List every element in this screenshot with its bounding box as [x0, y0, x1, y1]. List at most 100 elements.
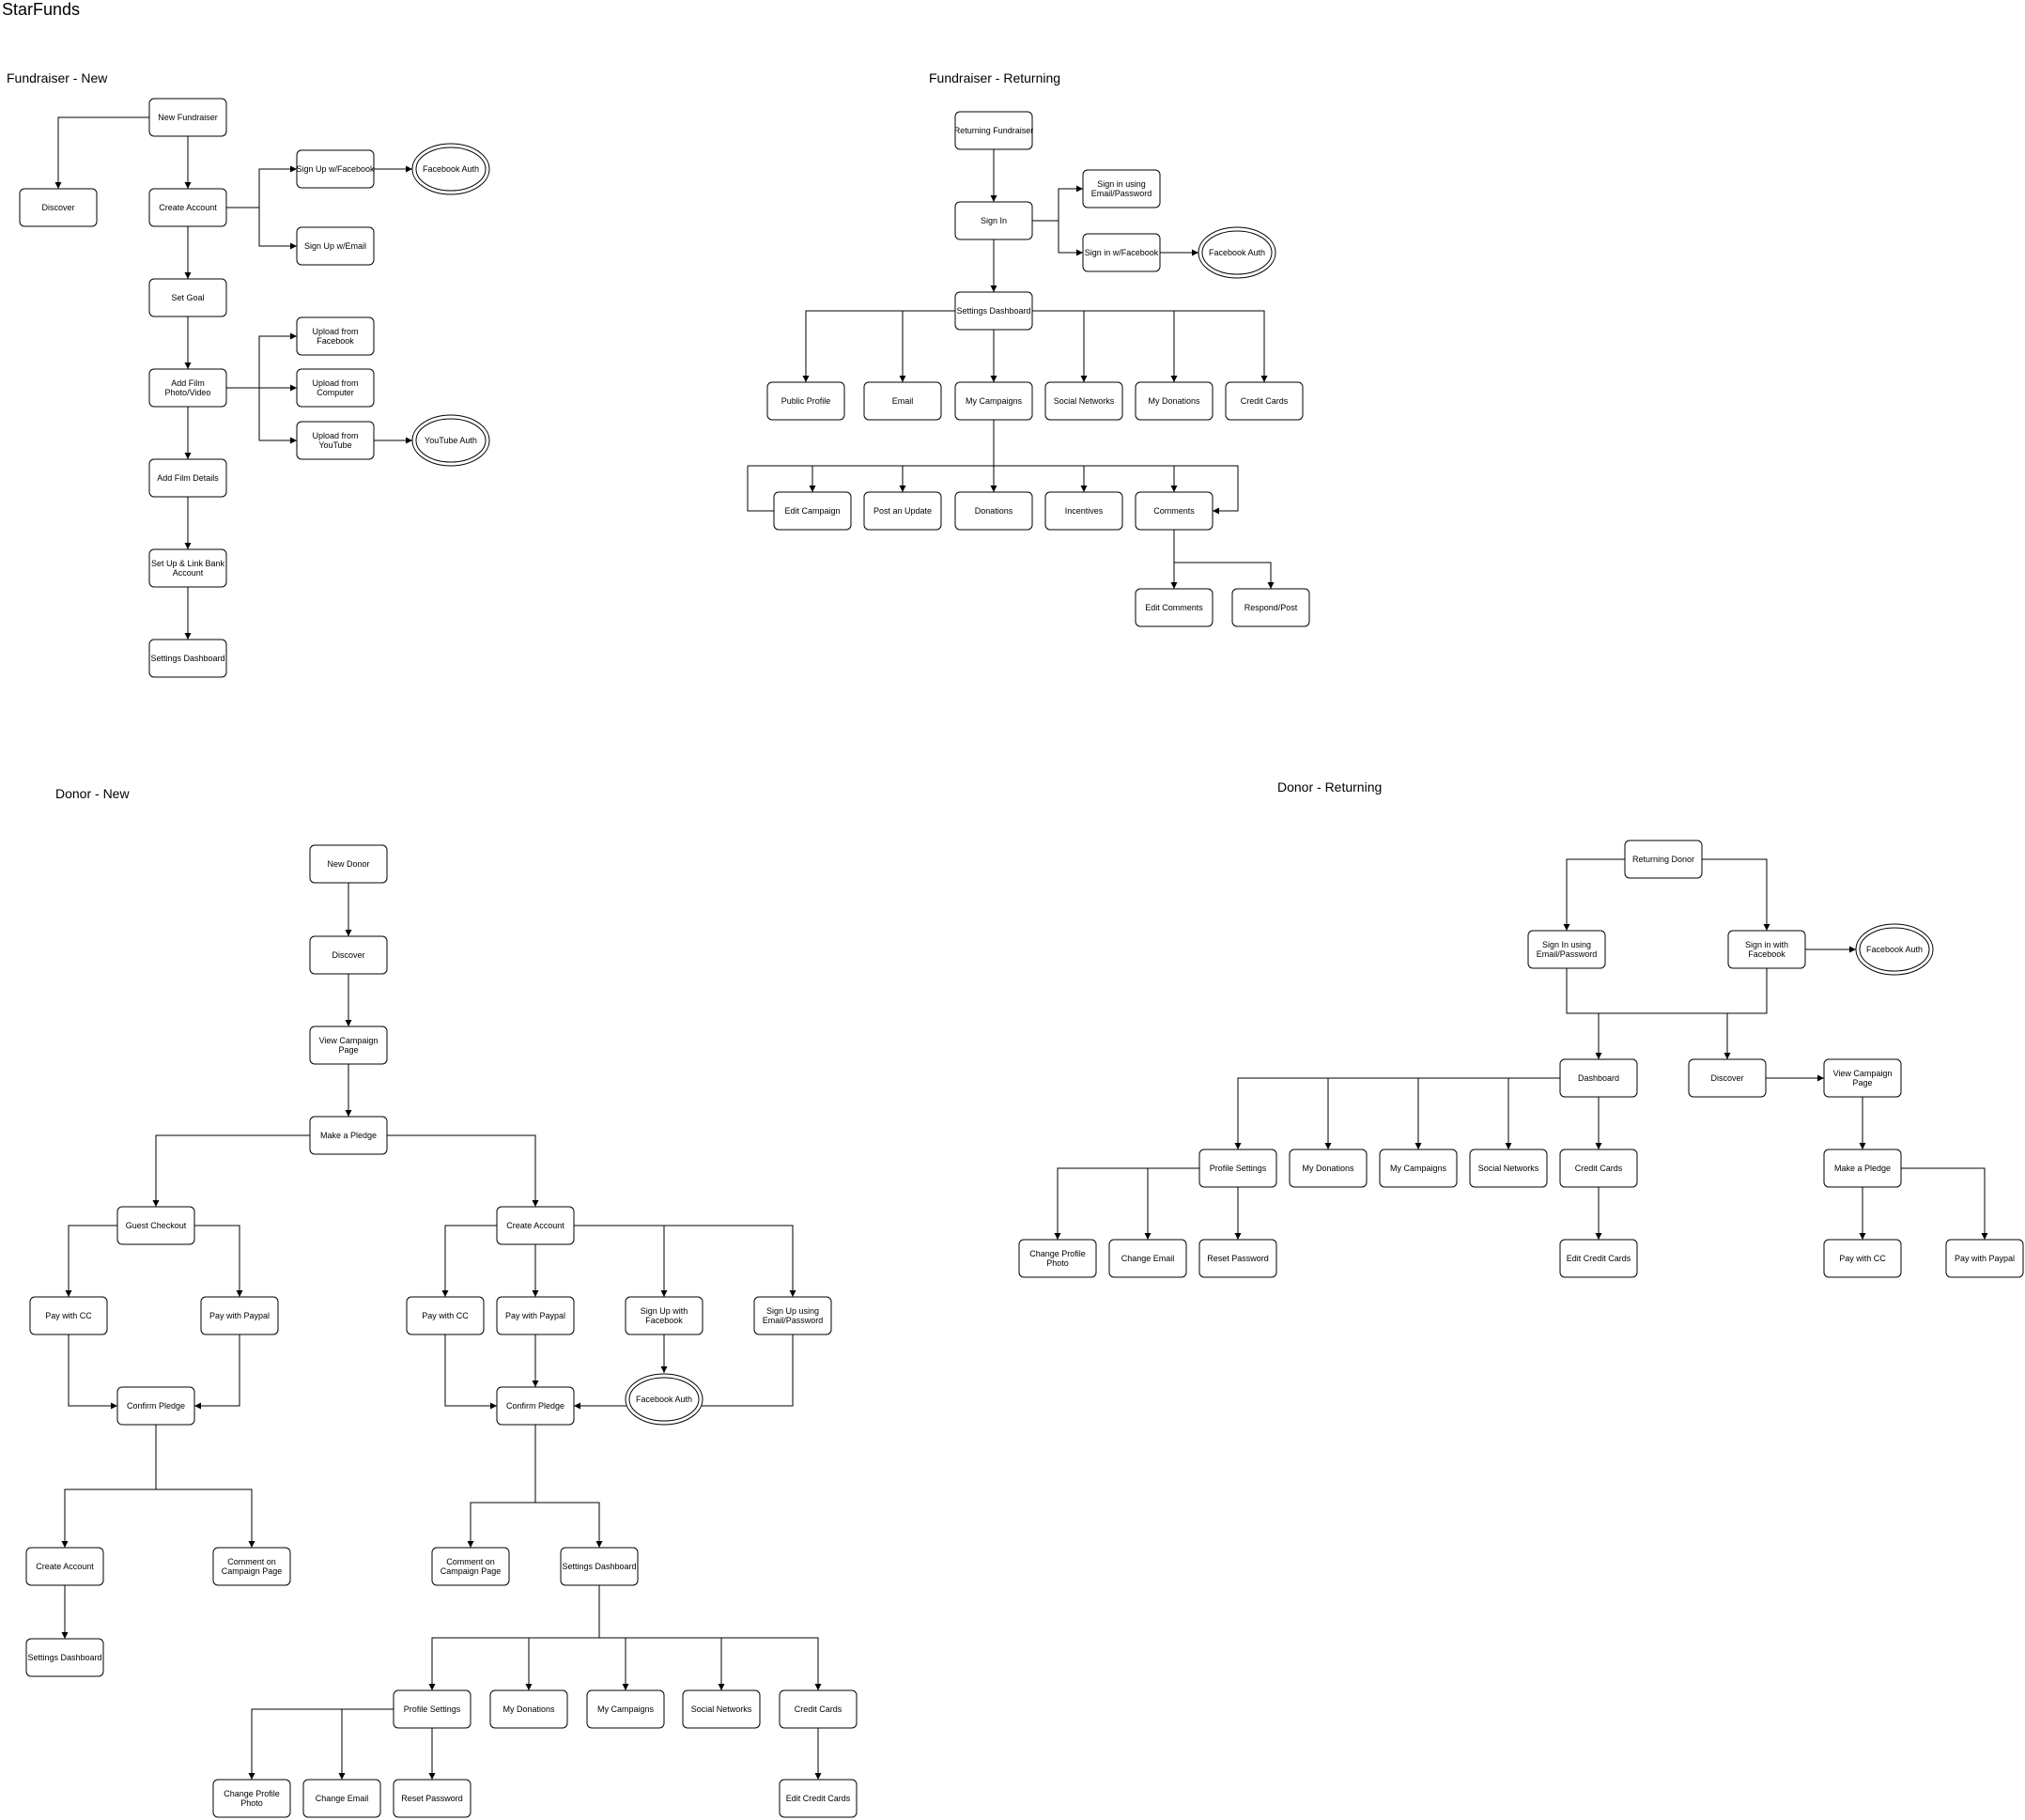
node-fn-create: Create Account: [148, 188, 227, 227]
node-label: Incentives: [1065, 506, 1104, 516]
node-label: Facebook: [1748, 949, 1785, 959]
node-fr-incentives: Incentives: [1044, 491, 1123, 531]
node-dn-c-cards: Credit Cards: [779, 1689, 858, 1729]
node-label: Reset Password: [1207, 1254, 1269, 1263]
node-fr-profile: Public Profile: [766, 381, 845, 421]
node-label: Profile Settings: [1210, 1164, 1267, 1173]
node-fn-yt-auth: YouTube Auth: [411, 414, 490, 467]
connector-50: [444, 1334, 497, 1410]
node-label: Facebook Auth: [1866, 945, 1923, 954]
node-label: Facebook Auth: [423, 164, 479, 174]
node-dr-cards: Credit Cards: [1559, 1149, 1638, 1188]
node-fr-social: Social Networks: [1044, 381, 1123, 421]
connector-37: [152, 1134, 310, 1207]
node-dr-donations: My Donations: [1289, 1149, 1368, 1188]
node-fn-goal: Set Goal: [148, 278, 227, 317]
node-label: Email/Password: [1091, 189, 1152, 198]
connector-26: [748, 465, 1239, 515]
connector-72: [1234, 1077, 1560, 1149]
connector-38: [387, 1134, 539, 1207]
node-dn-guest: Guest Checkout: [116, 1206, 195, 1245]
node-label: Email/Password: [1537, 949, 1598, 959]
node-label: Edit Credit Cards: [786, 1794, 851, 1803]
node-label: Edit Credit Cards: [1567, 1254, 1631, 1263]
node-dn-c-cc: Pay with CC: [406, 1296, 485, 1335]
node-fn-signup-fb: Sign Up w/Facebook: [296, 149, 375, 189]
node-dr-fb-auth: Facebook Auth: [1855, 923, 1934, 976]
node-fn-discover: Discover: [19, 188, 98, 227]
node-label: My Campaigns: [597, 1704, 655, 1714]
node-fr-fb-auth: Facebook Auth: [1198, 226, 1276, 279]
node-label: Page: [338, 1045, 358, 1055]
node-label: Sign in using: [1097, 179, 1146, 189]
node-dn-c-confirm: Confirm Pledge: [496, 1386, 575, 1426]
node-fr-donations: My Donations: [1135, 381, 1213, 421]
node-label: Upload from: [312, 327, 358, 336]
node-dn-c-social: Social Networks: [682, 1689, 761, 1729]
connector-2: [226, 165, 297, 208]
node-label: Set Goal: [171, 293, 204, 302]
node-dn-pledge: Make a Pledge: [309, 1116, 388, 1155]
node-label: My Donations: [1148, 396, 1200, 406]
node-fn-settings: Settings Dashboard: [148, 639, 227, 678]
node-label: Photo: [1046, 1258, 1069, 1268]
node-fr-email: Email: [863, 381, 942, 421]
node-dn-c-reset: Reset Password: [393, 1779, 471, 1818]
node-label: Returning Donor: [1632, 855, 1694, 864]
node-label: Credit Cards: [1575, 1164, 1623, 1173]
connector-56: [428, 1585, 600, 1690]
node-label: Discover: [41, 203, 74, 212]
node-label: Profile Settings: [404, 1704, 461, 1714]
connector-0: [54, 116, 150, 189]
section-title-fundraiser-returning: Fundraiser - Returning: [929, 70, 1061, 85]
node-fr-signin: Sign In: [954, 201, 1033, 240]
connector-48: [574, 1225, 796, 1297]
connector-33: [1174, 562, 1275, 589]
connector-55: [535, 1502, 603, 1548]
node-label: Edit Campaign: [784, 506, 840, 516]
node-dn-create: Create Account: [496, 1206, 575, 1245]
node-label: Sign Up w/Facebook: [296, 164, 375, 174]
node-fr-cards: Credit Cards: [1225, 381, 1304, 421]
node-label: Change Email: [1121, 1254, 1175, 1263]
node-dn-g-paypal: Pay with Paypal: [200, 1296, 279, 1335]
node-dr-cc: Pay with CC: [1823, 1239, 1902, 1278]
node-label: Create Account: [159, 203, 217, 212]
node-dr-pledge: Make a Pledge: [1823, 1149, 1902, 1188]
node-dr-discover: Discover: [1688, 1058, 1767, 1098]
node-label: My Donations: [1302, 1164, 1354, 1173]
node-label: New Fundraiser: [158, 113, 218, 122]
node-label: Add Film: [171, 378, 205, 388]
node-label: Create Account: [36, 1562, 94, 1571]
node-label: Set Up & Link Bank: [151, 559, 225, 568]
node-label: Email: [892, 396, 914, 406]
node-label: Pay with Paypal: [209, 1311, 270, 1320]
node-fr-post-update: Post an Update: [863, 491, 942, 531]
node-fn-new: New Fundraiser: [148, 98, 227, 137]
connector-40: [194, 1225, 243, 1297]
node-label: Sign In: [981, 216, 1007, 225]
section-title-donor-returning: Donor - Returning: [1277, 779, 1383, 794]
connector-46: [441, 1225, 497, 1297]
node-label: Sign Up w/Email: [304, 241, 366, 251]
connector-19: [802, 310, 955, 382]
node-label: Pay with CC: [422, 1311, 469, 1320]
node-dr-social: Social Networks: [1469, 1149, 1548, 1188]
connector-42: [194, 1334, 240, 1410]
node-label: Create Account: [506, 1221, 564, 1230]
connector-66: [1702, 858, 1770, 931]
node-label: Page: [1852, 1078, 1872, 1087]
node-label: Make a Pledge: [320, 1131, 377, 1140]
node-label: Sign In using: [1542, 940, 1591, 949]
node-label: View Campaign: [1833, 1069, 1893, 1078]
connector-57: [599, 1637, 822, 1690]
node-dn-g-cc: Pay with CC: [29, 1296, 108, 1335]
node-label: New Donor: [327, 859, 369, 869]
